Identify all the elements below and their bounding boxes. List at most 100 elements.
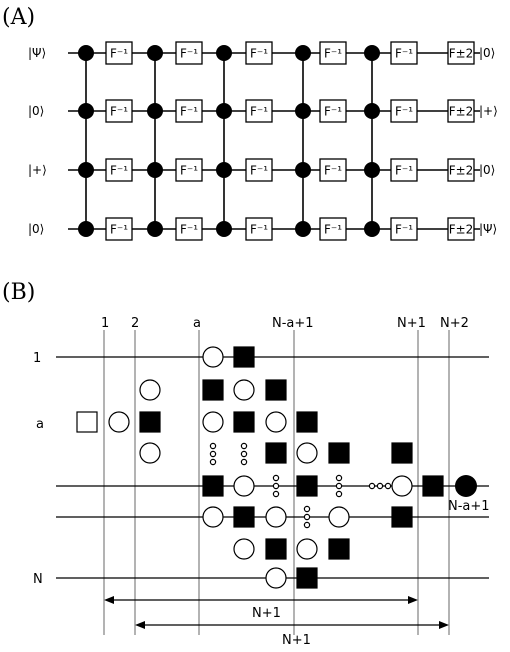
output-ket-3: |0⟩ [479,163,495,177]
control-dot [78,162,94,178]
ellipsis-dot [272,474,280,482]
open-circle [233,379,255,401]
gate-label: F⁻¹ [395,105,413,119]
control-dot [364,162,380,178]
gate-box: F⁻¹ [105,158,133,182]
ellipsis-dot [335,474,343,482]
panel-b-lattice: 1 2 a N-a+1 N+1 N+2 1 a N N-a+1 N+1 N+ [33,316,490,648]
gate-label: F±2 [449,164,474,178]
open-circle [202,506,224,528]
output-ket-1: |0⟩ [479,46,495,60]
control-dot [295,103,311,119]
control-dot [216,45,232,61]
ellipsis-dot [240,450,248,458]
control-dot [216,103,232,119]
gate-label: F⁻¹ [250,164,268,178]
gate-label: F⁻¹ [324,105,342,119]
gate-label: F⁻¹ [324,164,342,178]
control-dot [364,45,380,61]
filled-square [265,379,287,401]
node-label: N-a+1 [448,499,490,514]
gate-label: F⁻¹ [180,164,198,178]
filled-square [233,506,255,528]
control-dot [147,162,163,178]
ellipsis-dot [272,490,280,498]
panel-b-label: (B) [2,280,35,305]
input-ket-4: |0⟩ [28,222,44,236]
gate-label: F±2 [449,223,474,237]
open-circle [296,538,318,560]
control-dot [295,221,311,237]
filled-square [139,411,161,433]
open-circle [202,346,224,368]
ellipsis-dot [209,458,217,466]
gate-label: F⁻¹ [324,223,342,237]
control-dot [78,103,94,119]
gate-box: F⁻¹ [105,99,133,123]
gate-box: F⁻¹ [319,158,347,182]
control-dot [295,45,311,61]
gate-box: F⁻¹ [175,99,203,123]
filled-square [202,379,224,401]
filled-square [265,442,287,464]
gate-box: F±2 [447,41,475,65]
gate-label: F±2 [449,47,474,61]
ellipsis-dot [376,482,384,490]
open-circle [139,379,161,401]
filled-square [265,538,287,560]
control-dot [78,45,94,61]
gate-box: F±2 [447,158,475,182]
open-circle [108,411,130,433]
open-circle [233,475,255,497]
ellipsis-dot [209,450,217,458]
span-label-1: N+1 [252,606,281,621]
open-circle [233,538,255,560]
filled-square [296,567,318,589]
control-dot [147,45,163,61]
ellipsis-dot [240,458,248,466]
filled-square [296,475,318,497]
gate-box: F⁻¹ [390,158,418,182]
control-dot [78,221,94,237]
open-square [76,411,98,433]
gate-box: F⁻¹ [390,217,418,241]
span-arrow-1 [104,596,418,604]
open-circle [265,411,287,433]
lattice-node-group [76,346,477,589]
control-dot [147,221,163,237]
filled-square [202,475,224,497]
ellipsis-dot [384,482,392,490]
gate-box: F±2 [447,217,475,241]
gate-box: F⁻¹ [175,217,203,241]
filled-node [455,475,477,497]
gate-label: F⁻¹ [180,47,198,61]
gate-label: F±2 [449,105,474,119]
gate-box: F⁻¹ [175,41,203,65]
gate-box: F⁻¹ [390,99,418,123]
control-dot [147,103,163,119]
gate-box: F⁻¹ [245,99,273,123]
row-label-a: a [36,417,44,432]
ellipsis-dot [335,490,343,498]
gate-box: F⁻¹ [319,41,347,65]
filled-square [233,411,255,433]
gate-box: F⁻¹ [105,217,133,241]
column-label-n-a-1: N-a+1 [272,316,314,331]
gate-box: F⁻¹ [175,158,203,182]
output-ket-2: |+⟩ [479,104,498,118]
gate-label: F⁻¹ [250,105,268,119]
filled-square [328,442,350,464]
span-label-2: N+1 [282,633,311,648]
control-dot [364,103,380,119]
ellipsis-dot [368,482,376,490]
input-ket-3: |+⟩ [28,163,47,177]
gate-label: F⁻¹ [180,105,198,119]
gate-label: F⁻¹ [250,47,268,61]
gate-box: F⁻¹ [245,41,273,65]
ellipsis-dot [303,513,311,521]
gate-label: F⁻¹ [110,105,128,119]
column-label-2: 2 [131,316,139,331]
gate-label: F⁻¹ [250,223,268,237]
